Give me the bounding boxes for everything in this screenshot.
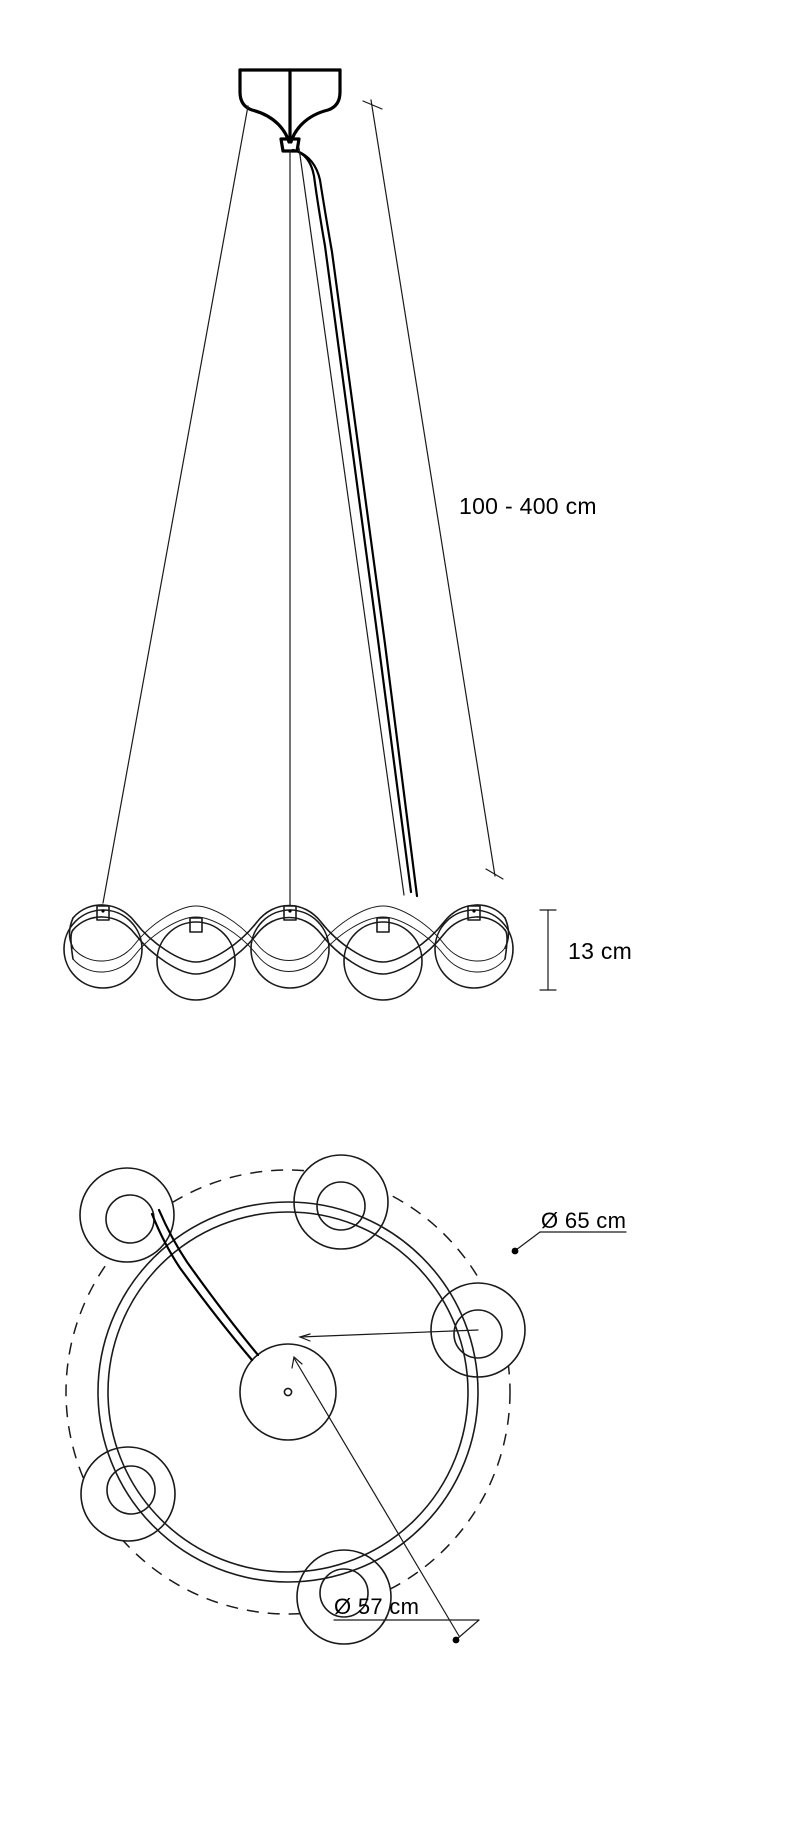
hub-center-dot <box>283 1387 293 1397</box>
dimension-fixture-height: 13 cm <box>539 909 632 991</box>
power-cord <box>291 148 413 894</box>
globe-plan-5 <box>79 1167 175 1263</box>
globe-5 <box>434 909 514 989</box>
globe-2 <box>156 921 236 1001</box>
wavy-ring-body-plan <box>97 1201 479 1583</box>
dimension-outer-diameter-label: Ø 65 cm <box>541 1208 626 1233</box>
wavy-ring-body-elevation <box>68 904 510 975</box>
dimension-ring-diameter-label: Ø 57 cm <box>334 1594 419 1619</box>
outer-extent-circle <box>65 1169 511 1615</box>
power-cord-plan <box>150 1212 254 1362</box>
dimension-fixture-height-label: 13 cm <box>568 938 632 964</box>
dimension-drop-height-label: 100 - 400 cm <box>459 493 597 519</box>
ceiling-canopy <box>238 68 342 153</box>
suspension-cable-left <box>102 105 249 904</box>
power-cord-plan-second-strand <box>157 1208 260 1357</box>
globe-4 <box>343 921 423 1001</box>
globe-plan-1 <box>293 1154 389 1250</box>
dimension-drop-height: 100 - 400 cm <box>362 99 597 880</box>
suspension-cable-right <box>298 147 405 896</box>
top-plan-view: Ø 65 cm Ø 57 cm <box>65 1154 627 1645</box>
power-cord-second-strand <box>295 149 419 898</box>
front-elevation-view: 100 - 400 cm 13 cm <box>63 68 632 1001</box>
dimension-ring-diameter: Ø 57 cm <box>291 1329 480 1644</box>
dimension-outer-diameter: Ø 65 cm <box>511 1208 627 1255</box>
